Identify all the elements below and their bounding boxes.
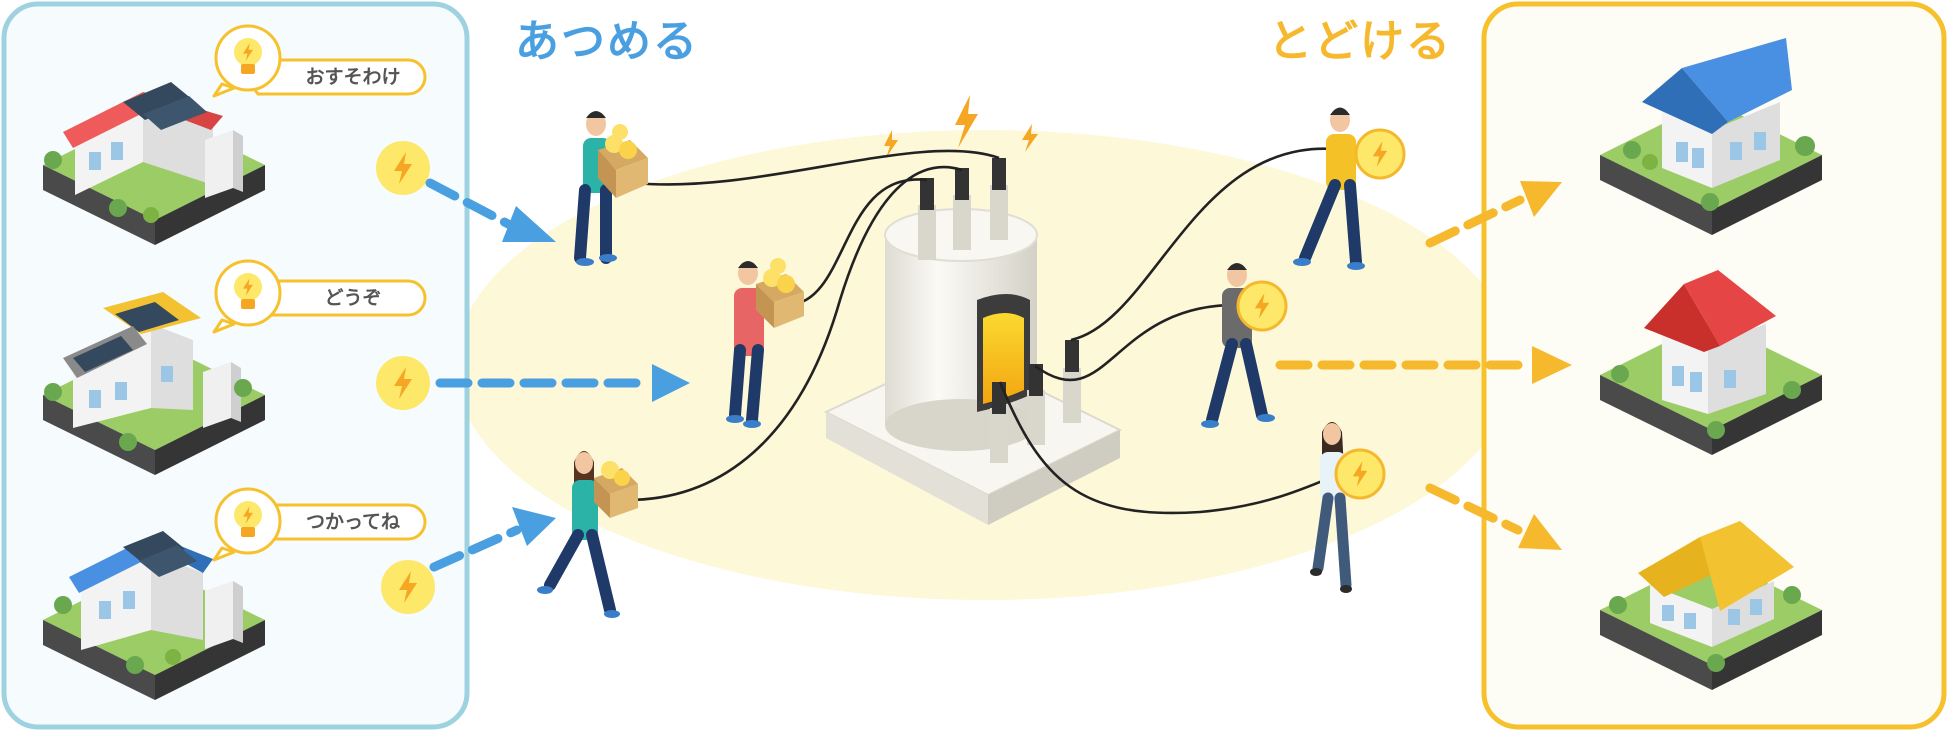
collect-arrows (425, 178, 655, 572)
person-carrying-box-3 (537, 451, 638, 618)
deliver-heading: とどける (1268, 16, 1452, 67)
bubble-tsukattene (212, 487, 427, 562)
bolt-circle-icon-3 (381, 560, 435, 614)
house-solar-yellow-roof-icon (43, 292, 265, 475)
collect-arrowheads (502, 206, 690, 546)
battery-terminals (918, 158, 1008, 260)
bubble-label-douzo: どうぞ (324, 287, 382, 309)
house-solar-red-roof-icon (43, 82, 265, 245)
cables (626, 147, 1371, 515)
bolt-circle-icon-1 (376, 141, 430, 195)
house-solar-blue-roof-icon (43, 531, 265, 700)
deliver-arrowheads (1518, 181, 1572, 550)
collect-heading: あつめる (515, 16, 699, 67)
spark-icons (884, 95, 1038, 158)
person-carrying-coin-2 (1201, 263, 1288, 428)
house-red-roof-icon (1600, 270, 1822, 455)
bubble-label-osusowake: おすそわけ (305, 66, 401, 88)
bubble-osusowake (212, 24, 427, 98)
power-storage-battery-icon (823, 208, 1123, 525)
person-carrying-box-1 (574, 111, 648, 266)
bolt-circle-icon-2 (376, 356, 430, 410)
person-carrying-coin-1 (1293, 107, 1406, 270)
bubble-label-tsukattene: つかってね (305, 511, 401, 533)
person-carrying-coin-3 (1310, 422, 1386, 593)
house-blue-roof-icon (1600, 38, 1822, 235)
deliver-arrows (1275, 195, 1535, 535)
house-yellow-roof-icon (1600, 521, 1822, 690)
person-carrying-box-2 (726, 258, 804, 428)
base-terminals (990, 340, 1081, 463)
bubble-douzo (212, 259, 427, 334)
